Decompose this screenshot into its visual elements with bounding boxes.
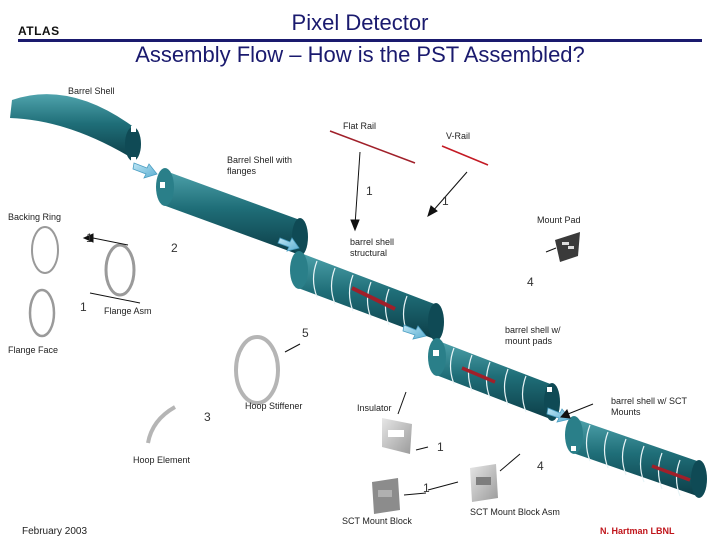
pointer-arrowhead bbox=[82, 233, 94, 243]
insulator-part bbox=[382, 418, 412, 454]
pointer-arrow-line bbox=[499, 453, 521, 472]
title-underline bbox=[18, 39, 702, 42]
pointer-arrow-line bbox=[403, 492, 427, 496]
pointer-arrow-line bbox=[415, 446, 429, 451]
label-flange-asm: Flange Asm bbox=[104, 306, 152, 316]
pointer-arrow-line bbox=[567, 403, 594, 415]
label-v-rail: V-Rail bbox=[446, 131, 471, 141]
qty-sct-mount-block-asm: 4 bbox=[537, 459, 544, 473]
footer-author: N. Hartman LBNL bbox=[600, 526, 675, 536]
page-title: Pixel Detector bbox=[291, 10, 429, 35]
hoop-stiffener-part bbox=[234, 335, 280, 405]
label-hoop-element: Hoop Element bbox=[133, 455, 191, 465]
label-barrel-shell-sct-mounts: barrel shell w/ SCT Mounts bbox=[611, 396, 687, 417]
qty-backing-ring: 1 bbox=[86, 231, 93, 245]
label-barrel-shell-mount-pads: barrel shell w/ mount pads bbox=[505, 325, 561, 346]
barrel-shell-mount-pads-cylinder bbox=[428, 338, 560, 421]
label-sct-mount-block: SCT Mount Block bbox=[342, 516, 412, 526]
barrel-shell-sct-mounts-cylinder bbox=[565, 416, 707, 498]
pointer-arrowhead bbox=[560, 409, 571, 419]
v-rail-part bbox=[441, 145, 489, 166]
flange-face-ring-part bbox=[28, 288, 56, 338]
assembly-arrow bbox=[402, 324, 427, 340]
label-barrel-shell: Barrel Shell bbox=[68, 86, 115, 96]
label-insulator: Insulator bbox=[357, 403, 392, 413]
qty-flat-rail: 1 bbox=[366, 184, 373, 198]
footer-date: February 2003 bbox=[22, 526, 88, 537]
atlas-logo: ATLAS bbox=[18, 24, 60, 38]
label-flange-face: Flange Face bbox=[8, 345, 59, 355]
sct-mount-block-asm-part bbox=[470, 464, 498, 502]
qty-v-rail: 1 bbox=[442, 194, 449, 208]
qty-hoop-element: 3 bbox=[204, 410, 211, 424]
page-subtitle: Assembly Flow – How is the PST Assembled… bbox=[135, 42, 585, 67]
pointer-arrow-line bbox=[427, 481, 459, 491]
assembly-arrow bbox=[132, 162, 158, 179]
pointer-arrow-line bbox=[397, 391, 407, 415]
qty-insulator: 1 bbox=[437, 440, 444, 454]
qty-sct-mount-block: 1 bbox=[423, 481, 430, 495]
label-sct-mount-block-asm: SCT Mount Block Asm bbox=[470, 507, 560, 517]
label-backing-ring: Backing Ring bbox=[8, 212, 62, 222]
flat-rail-part bbox=[329, 130, 416, 164]
pointer-arrowhead bbox=[427, 205, 438, 218]
hoop-element-part bbox=[146, 405, 177, 444]
qty-flange-asm: 5 bbox=[302, 326, 309, 340]
mount-pad-part bbox=[555, 232, 580, 262]
pointer-arrow-line bbox=[92, 237, 129, 246]
label-flat-rail: Flat Rail bbox=[343, 121, 377, 131]
flange-ring-part bbox=[104, 243, 136, 297]
pointer-arrow-line bbox=[431, 171, 468, 213]
barrel-shell-flanges-cylinder bbox=[156, 168, 308, 256]
pointer-arrow-line bbox=[545, 247, 557, 253]
label-mount-pad: Mount Pad bbox=[537, 215, 581, 225]
pointer-arrow-line bbox=[354, 151, 361, 226]
barrel-shell-cylinder bbox=[10, 94, 141, 162]
sct-mount-block-part bbox=[372, 478, 400, 514]
qty-flange-pair: 2 bbox=[171, 241, 178, 255]
label-barrel-shell-flanges: Barrel Shell with flanges bbox=[227, 155, 293, 176]
barrel-shell-structural-cylinder bbox=[290, 251, 444, 341]
pointer-arrow-line bbox=[284, 343, 301, 353]
pointer-arrow-line bbox=[89, 292, 141, 304]
assembly-arrow bbox=[546, 407, 571, 423]
label-hoop-stiffener: Hoop Stiffener bbox=[245, 401, 303, 411]
pointer-arrowhead bbox=[350, 219, 360, 232]
backing-ring-part bbox=[31, 226, 59, 274]
assembly-arrow bbox=[277, 237, 300, 252]
qty-flange-face: 1 bbox=[80, 300, 87, 314]
label-barrel-shell-structural: barrel shell structural bbox=[350, 237, 395, 258]
qty-mount-pad: 4 bbox=[527, 275, 534, 289]
